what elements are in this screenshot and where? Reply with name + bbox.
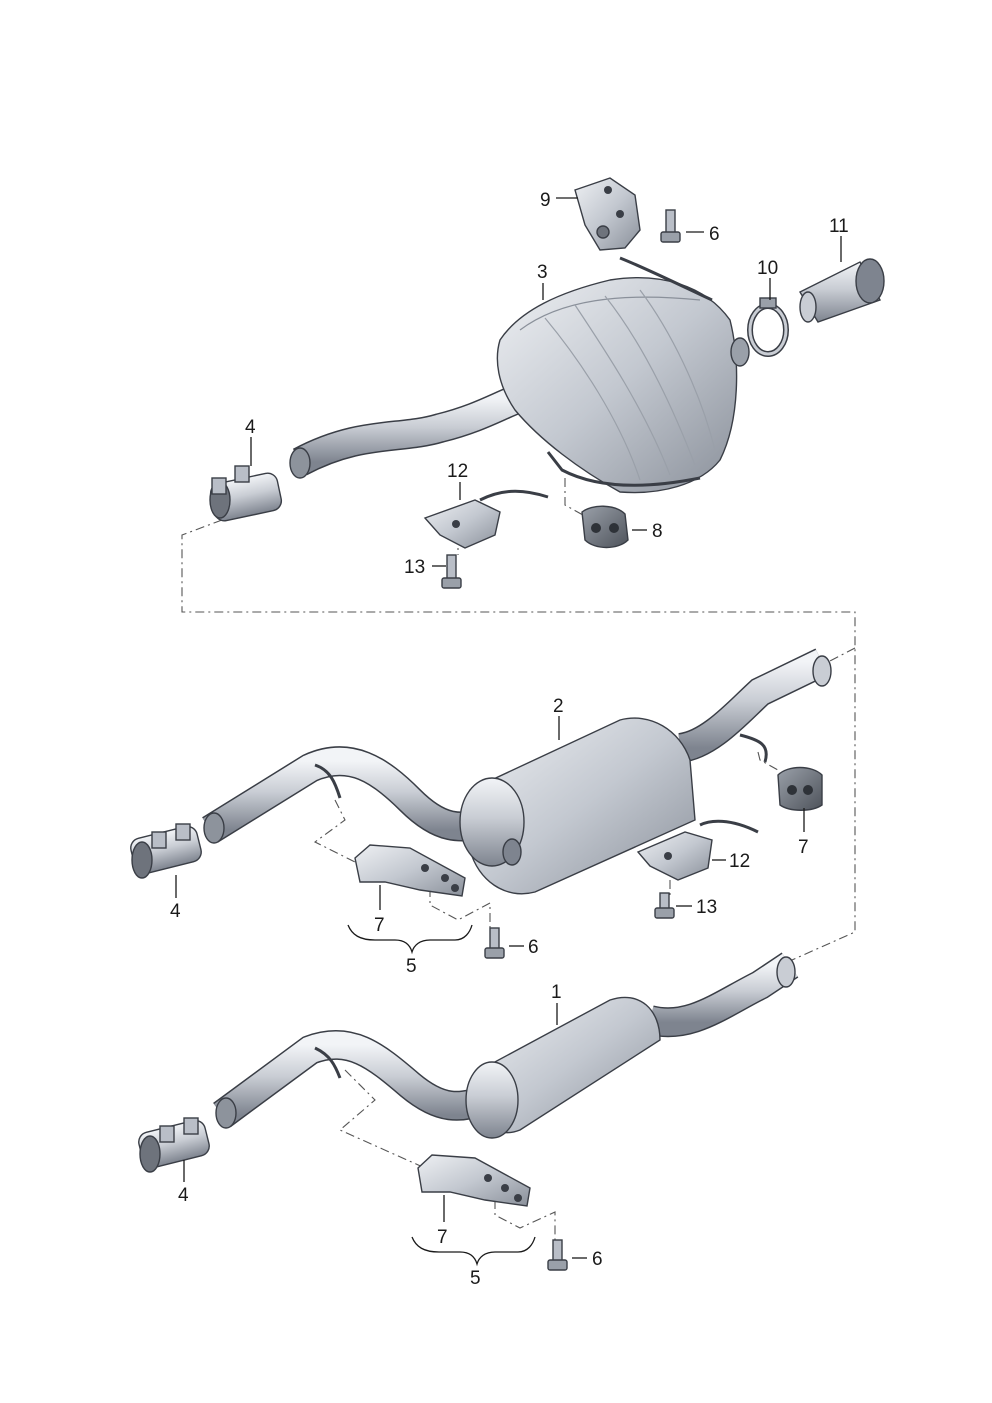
callout-5-mid: 5 bbox=[406, 956, 417, 977]
callout-2: 2 bbox=[553, 696, 564, 717]
clamp-ring-10[interactable] bbox=[747, 297, 789, 357]
bolt-6-mid[interactable] bbox=[484, 927, 505, 959]
callout-6-bottom: 6 bbox=[592, 1249, 603, 1270]
leader-lines bbox=[175, 197, 842, 1267]
bolt-6-bottom[interactable] bbox=[547, 1239, 568, 1271]
callout-12-top: 12 bbox=[447, 461, 468, 482]
callout-labels: 3 9 6 10 11 4 12 8 13 2 4 7 5 7 12 13 6 … bbox=[170, 190, 849, 1289]
hanger-12-mid[interactable] bbox=[636, 819, 759, 881]
bracket-set-bottom[interactable] bbox=[417, 1154, 531, 1207]
callout-13-mid: 13 bbox=[696, 897, 717, 918]
pipe-clamp-top[interactable] bbox=[209, 465, 283, 523]
callout-3: 3 bbox=[537, 262, 548, 283]
bolt-13-top[interactable] bbox=[441, 554, 462, 589]
callout-7-bottom: 7 bbox=[437, 1227, 448, 1248]
callout-11: 11 bbox=[829, 216, 849, 237]
rubber-mount-8[interactable] bbox=[581, 505, 629, 549]
mounting-bracket-9[interactable] bbox=[574, 177, 641, 251]
center-muffler-2[interactable] bbox=[202, 648, 832, 895]
callout-9: 9 bbox=[540, 190, 551, 211]
callout-4-mid: 4 bbox=[170, 901, 181, 922]
callout-13-top: 13 bbox=[404, 557, 425, 578]
bolt-6-top[interactable] bbox=[660, 209, 681, 243]
front-muffler-1[interactable] bbox=[213, 952, 799, 1139]
callout-12-mid: 12 bbox=[729, 851, 750, 872]
callout-7-mid-left: 7 bbox=[374, 915, 385, 936]
rubber-mount-7-mid[interactable] bbox=[777, 766, 823, 811]
callout-5-bottom: 5 bbox=[470, 1268, 481, 1289]
bracket-set-mid[interactable] bbox=[354, 844, 466, 897]
callout-10: 10 bbox=[757, 258, 778, 279]
hanger-12-top[interactable] bbox=[423, 489, 549, 549]
pipe-clamp-bottom[interactable] bbox=[137, 1117, 212, 1173]
callout-6-mid: 6 bbox=[528, 937, 539, 958]
assembly-dash-lines bbox=[181, 478, 856, 1240]
callout-8: 8 bbox=[652, 521, 663, 542]
callout-6-top: 6 bbox=[709, 224, 720, 245]
rear-muffler[interactable] bbox=[289, 256, 750, 494]
tailpipe-11[interactable] bbox=[799, 258, 885, 323]
callout-7-mid-right: 7 bbox=[798, 837, 809, 858]
callout-1: 1 bbox=[551, 982, 562, 1003]
bolt-13-mid[interactable] bbox=[654, 892, 675, 919]
callout-4-top: 4 bbox=[245, 417, 256, 438]
pipe-clamp-mid[interactable] bbox=[129, 823, 204, 879]
callout-4-bottom: 4 bbox=[178, 1185, 189, 1206]
